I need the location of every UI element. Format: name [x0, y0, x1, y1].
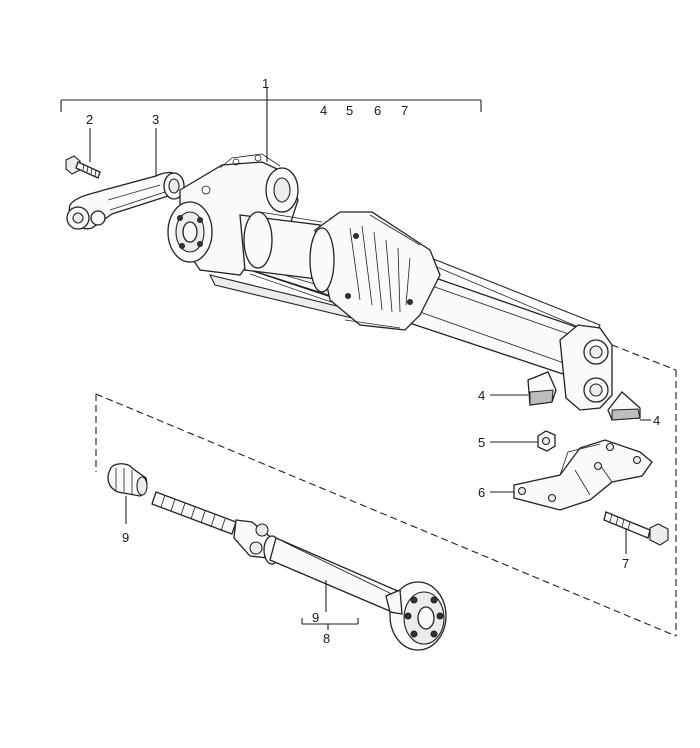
mounting-arm-3 — [66, 171, 185, 230]
drive-shaft — [151, 491, 447, 651]
bolt-2 — [65, 155, 101, 179]
callout-7: 7 — [622, 556, 629, 571]
callout-1: 1 — [262, 76, 269, 91]
callout-9-shaft: 9 — [312, 610, 319, 625]
callout-9-left: 9 — [122, 530, 129, 545]
transaxle-assembly — [167, 153, 613, 411]
bolt-7 — [603, 511, 669, 546]
rubber-mount-left — [527, 371, 557, 406]
dashed-guide-lines — [95, 344, 677, 637]
callout-4-right: 4 — [653, 413, 660, 428]
nut-5 — [537, 430, 556, 452]
callout-6: 6 — [478, 485, 485, 500]
callout-8: 8 — [323, 631, 330, 646]
group-bracket-1 — [60, 88, 482, 162]
callout-4-left: 4 — [478, 388, 485, 403]
group-bracket-8 — [301, 618, 359, 630]
callout-1-sub-4: 4 — [320, 103, 327, 118]
callout-1-sub-5: 5 — [346, 103, 353, 118]
bushing-9 — [107, 463, 148, 497]
bracket-6 — [513, 439, 653, 511]
callout-2: 2 — [86, 112, 93, 127]
callout-5: 5 — [478, 435, 485, 450]
callout-1-sub-7: 7 — [401, 103, 408, 118]
callout-3: 3 — [152, 112, 159, 127]
callout-1-sub-6: 6 — [374, 103, 381, 118]
rubber-mount-right — [607, 391, 641, 421]
